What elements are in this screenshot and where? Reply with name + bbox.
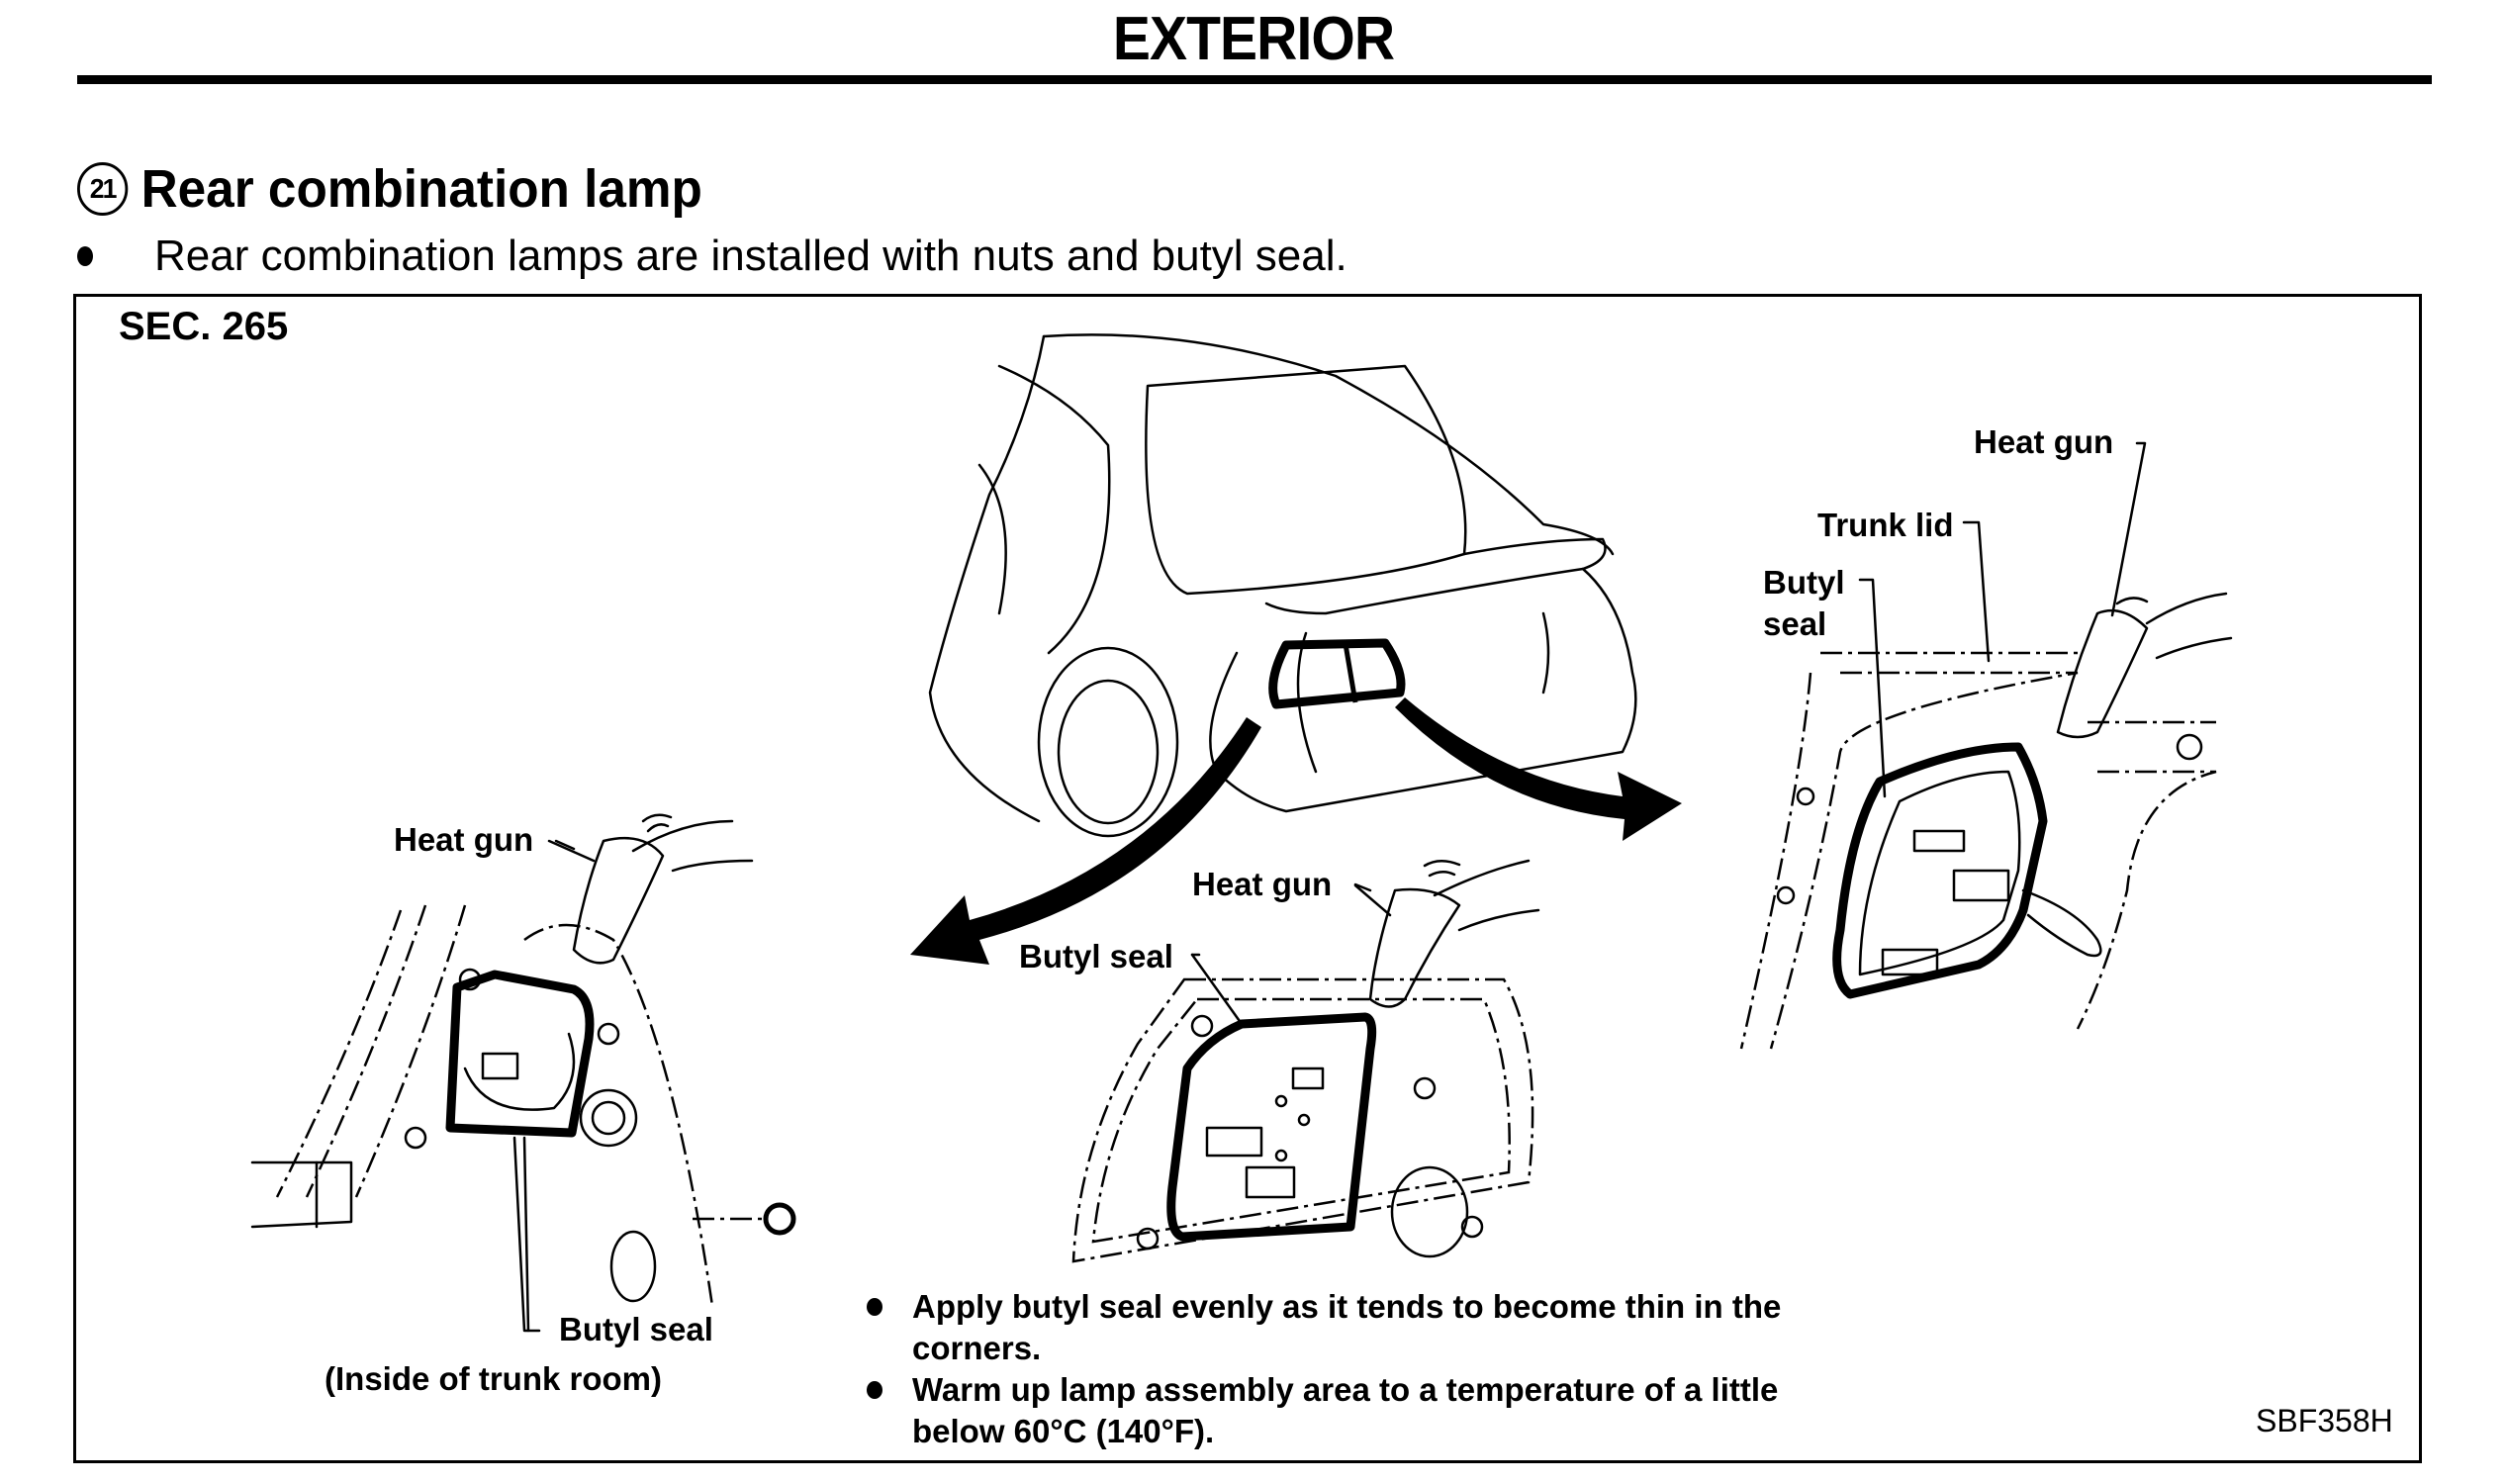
note-line: Warm up lamp assembly area to a temperat… <box>912 1371 1779 1408</box>
right-butyl-label-line2: seal <box>1763 605 1827 642</box>
center-heat-gun-label: Heat gun <box>1192 866 1333 902</box>
section-title: Rear combination lamp <box>140 159 702 219</box>
direction-arrows <box>910 697 1682 965</box>
leader-lines <box>522 441 2147 1333</box>
note-item: Apply butyl seal evenly as it tends to b… <box>867 1286 1781 1369</box>
note-item: Warm up lamp assembly area to a temperat… <box>867 1369 1778 1452</box>
section-heading: 21 Rear combination lamp <box>77 158 702 220</box>
bullet-icon <box>77 246 93 266</box>
header-rule <box>77 75 2432 84</box>
intro-bullet: Rear combination lamps are installed wit… <box>77 232 1347 281</box>
arrow-to-right-view <box>1395 697 1682 841</box>
note-line: below 60°C (140°F). <box>912 1413 1215 1449</box>
center-butyl-seal-label: Butyl seal <box>1019 938 1173 974</box>
note-line: corners. <box>912 1330 1042 1366</box>
section-code: SEC. 265 <box>119 305 289 348</box>
right-butyl-label-line1: Butyl <box>1763 564 1845 601</box>
figure-frame <box>73 294 2422 1463</box>
left-heat-gun-label: Heat gun <box>394 821 534 858</box>
bullet-icon <box>867 1381 882 1399</box>
section-number-badge: 21 <box>77 162 129 216</box>
car-rear-illustration <box>928 333 1637 838</box>
left-butyl-seal-label: Butyl seal <box>559 1311 713 1347</box>
right-trunk-lid-label: Trunk lid <box>1817 507 1954 543</box>
figure-id: SBF358H <box>2256 1403 2393 1438</box>
left-view-illustration <box>250 813 796 1333</box>
note-line: Apply butyl seal evenly as it tends to b… <box>912 1288 1782 1325</box>
bullet-icon <box>867 1298 882 1316</box>
right-heat-gun-label: Heat gun <box>1974 423 2114 460</box>
intro-text: Rear combination lamps are installed wit… <box>154 232 1347 280</box>
center-view-illustration <box>1071 859 1540 1263</box>
left-view-caption: (Inside of trunk room) <box>325 1360 662 1397</box>
page-header-title: EXTERIOR <box>1112 5 1395 73</box>
arrow-to-left-view <box>910 717 1261 965</box>
right-view-illustration <box>1739 592 2233 1050</box>
